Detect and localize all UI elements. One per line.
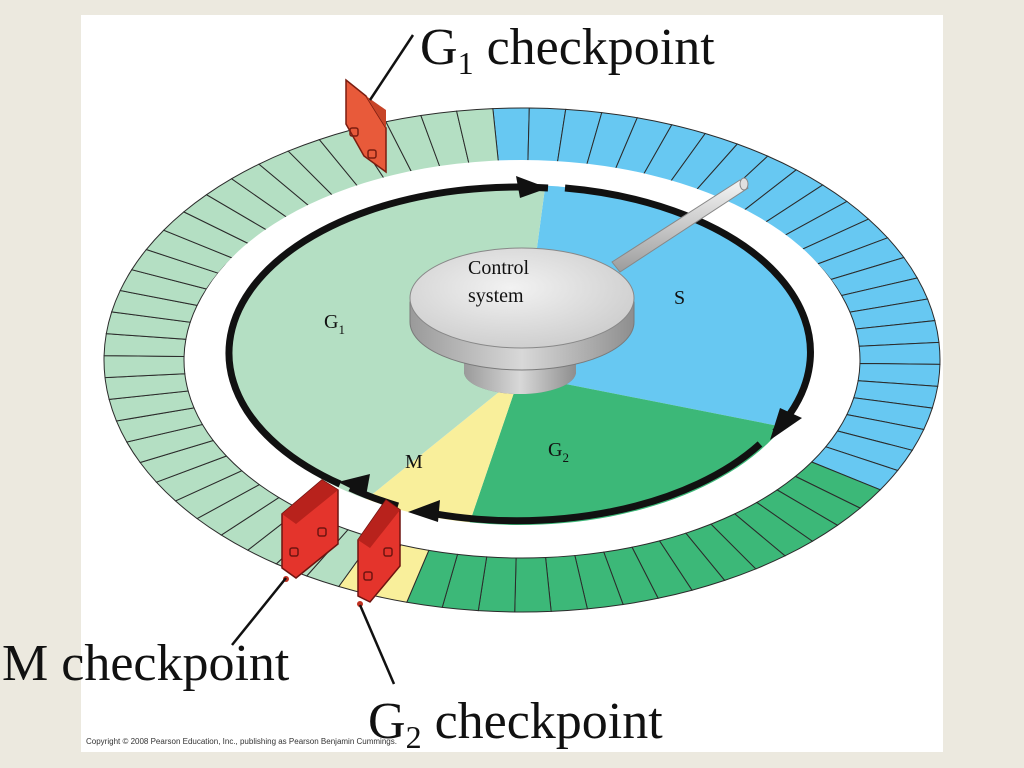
arrowhead-s-to-g2: [770, 408, 802, 440]
pie-sector-g2: [469, 375, 783, 525]
m-checkpoint-leader: [231, 577, 287, 646]
g2-checkpoint-gate: [357, 498, 401, 607]
copyright-notice: Copyright © 2008 Pearson Education, Inc.…: [86, 737, 397, 746]
phase-label-s: S: [674, 287, 685, 309]
arrow-track-s: [564, 184, 814, 435]
control-system-disc: [409, 247, 635, 394]
arrowhead-g1-to-s: [516, 176, 548, 198]
m-checkpoint-label: M checkpoint: [2, 635, 290, 692]
ring-segment: [103, 355, 186, 379]
g2-checkpoint-label: G2 checkpoint: [368, 693, 663, 755]
phase-label-g2: G2: [548, 439, 569, 465]
arrowhead-m-to-g1: [338, 474, 370, 496]
phase-label-m: M: [405, 451, 423, 473]
ring-segment: [492, 107, 530, 164]
control-rod: [611, 177, 749, 273]
g1-checkpoint-label: G1 checkpoint: [420, 19, 715, 81]
arrow-track-g2: [424, 441, 763, 525]
m-checkpoint-gate: [281, 479, 339, 582]
g2-checkpoint-leader: [358, 604, 396, 685]
control-system-label: Control system: [468, 257, 534, 307]
arrow-track-g1: [225, 183, 549, 488]
g1-checkpoint-gate: [345, 78, 387, 174]
phase-label-g1: G1: [324, 311, 345, 337]
g1-checkpoint-leader: [368, 34, 415, 101]
arrowhead-g2-to-m: [408, 500, 440, 522]
cycle-arrows: [225, 176, 814, 525]
pie-sector-m: [366, 375, 520, 523]
pie-sector-s: [520, 185, 810, 427]
ring-segment: [858, 341, 941, 365]
ring-segment: [514, 556, 552, 613]
